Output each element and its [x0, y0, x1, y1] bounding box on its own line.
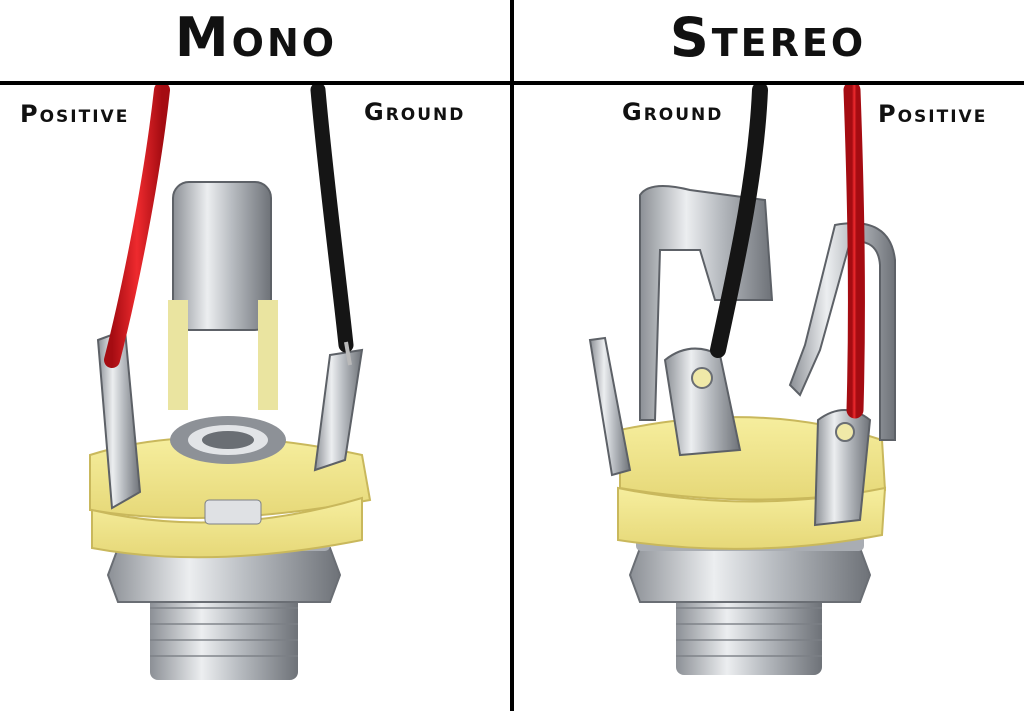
mono-positive-wire	[104, 82, 170, 368]
stereo-ground-wire	[710, 82, 768, 358]
mono-ground-label: Ground	[364, 98, 466, 126]
mono-title: Mono	[174, 6, 338, 69]
mono-ground-wire	[310, 82, 354, 353]
stereo-positive-label: Positive	[878, 100, 988, 128]
stereo-jack	[588, 81, 896, 675]
stereo-positive-wire	[843, 81, 865, 419]
stereo-title: Stereo	[669, 6, 867, 69]
mono-positive-label: Positive	[20, 100, 130, 128]
mono-jack	[89, 82, 372, 680]
vertical-divider	[510, 0, 514, 711]
stereo-ground-label: Ground	[622, 98, 724, 126]
